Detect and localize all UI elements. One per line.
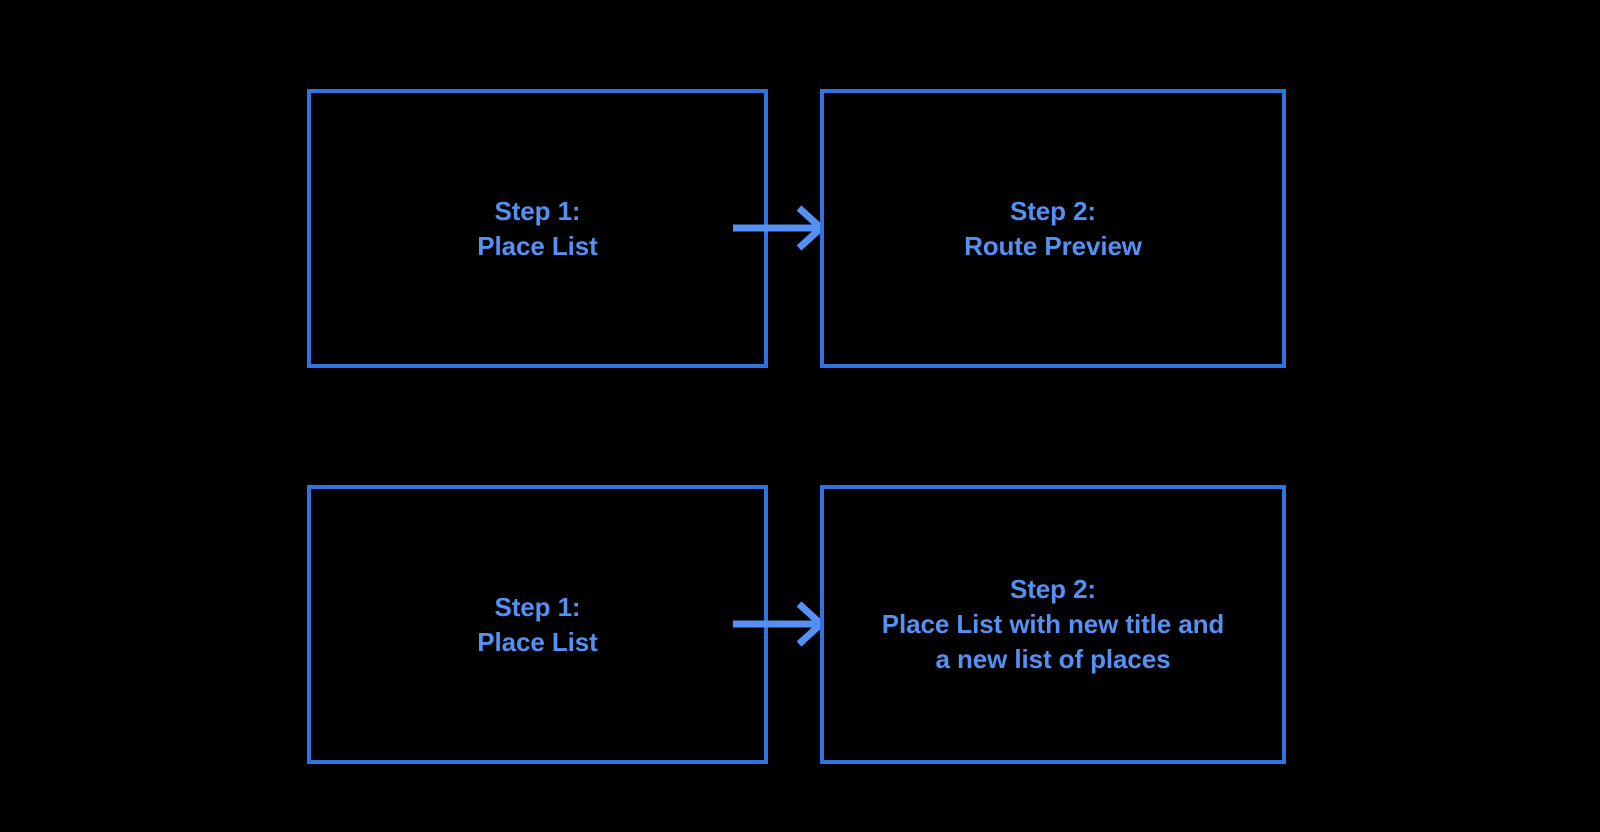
step-box-row0-step2[interactable]: Step 2: Route Preview	[820, 89, 1286, 368]
step-box-row1-step2[interactable]: Step 2: Place List with new title and a …	[820, 485, 1286, 764]
flow-row-route-preview: Step 1: Place List Step 2: Route Preview	[0, 89, 1600, 368]
step-label-row1-step2: Step 2: Place List with new title and a …	[881, 574, 1225, 674]
step-box-row1-step1[interactable]: Step 1: Place List	[307, 485, 768, 764]
step-label-row0-step1: Step 1: Place List	[477, 195, 598, 261]
flow-row-place-list-update: Step 1: Place List Step 2: Place List wi…	[0, 485, 1600, 764]
step-label-row1-step1: Step 1: Place List	[477, 591, 598, 657]
step-box-row0-step1[interactable]: Step 1: Place List	[307, 89, 768, 368]
step-label-row0-step2: Step 2: Route Preview	[964, 195, 1142, 261]
